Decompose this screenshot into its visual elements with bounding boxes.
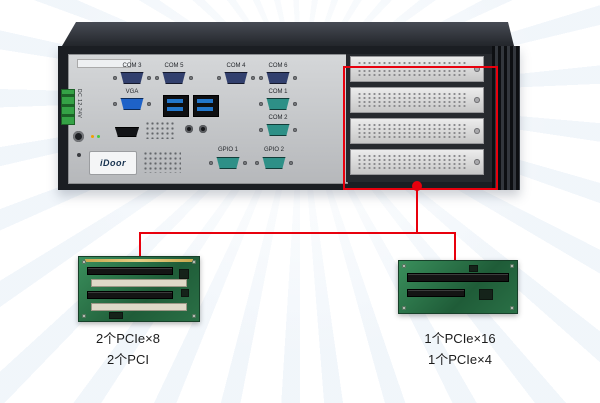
- board-chip: [109, 312, 123, 319]
- power-led: [91, 135, 94, 138]
- callout-line-right-drop: [454, 232, 456, 262]
- brand-logo: iDoor: [89, 151, 137, 175]
- chassis-top-face: [62, 22, 514, 46]
- board-chip: [479, 289, 493, 300]
- slot-cover-4: [350, 149, 484, 175]
- reset-hole: [77, 153, 81, 157]
- gpio1-port: [209, 156, 247, 170]
- slot-cover-3: [350, 118, 484, 144]
- port-label-com3: COM 3: [122, 63, 142, 69]
- usb-ports-1: [163, 95, 189, 117]
- com2-port: [259, 123, 297, 137]
- slot-cover-vents: [357, 154, 467, 170]
- pcie-x8-slot-2: [87, 291, 173, 299]
- board-chip: [179, 269, 189, 279]
- expansion-slot-bay: [346, 54, 492, 182]
- slot-cover-2: [350, 87, 484, 113]
- pcie-x16-slot: [407, 273, 509, 282]
- caption-right-line1: 1个PCIe×16: [424, 331, 496, 346]
- board-chip: [181, 289, 189, 297]
- com3-port: [113, 71, 151, 85]
- port-label-com2: COM 2: [268, 115, 288, 121]
- callout-line-horizontal: [139, 232, 456, 234]
- port-label-vga: VGA: [125, 89, 139, 95]
- com5-port: [155, 71, 193, 85]
- mounting-hole: [82, 314, 86, 318]
- io-panel: DC 12-24V COM 3 COM 5 COM 4 COM 6 VGA CO…: [61, 54, 348, 184]
- gpio2-port: [255, 156, 293, 170]
- backplane-left: [78, 256, 200, 322]
- port-label-com6: COM 6: [268, 63, 288, 69]
- backplane-right: [398, 260, 518, 314]
- mounting-hole: [510, 264, 514, 268]
- panel-vent-grid: [143, 151, 181, 173]
- com4-port: [217, 71, 255, 85]
- pci-slot-1: [91, 279, 187, 287]
- usb-ports-2: [193, 95, 219, 117]
- caption-left-line1: 2个PCIe×8: [96, 331, 160, 346]
- mounting-hole: [82, 260, 86, 264]
- mounting-hole: [402, 264, 406, 268]
- slot-cover-vents: [357, 123, 467, 139]
- dc-voltage-label: DC 12-24V: [76, 89, 82, 119]
- caption-right-board: 1个PCIe×16 1个PCIe×4: [390, 328, 530, 370]
- audio-jack-1: [185, 125, 193, 133]
- port-label-gpio1: GPIO 1: [217, 147, 238, 153]
- mounting-hole: [192, 314, 196, 318]
- model-label-strip: [77, 59, 131, 68]
- caption-left-board: 2个PCIe×8 2个PCI: [58, 328, 198, 370]
- hdd-led: [97, 135, 100, 138]
- hdmi-port: [115, 127, 139, 137]
- slot-cover-vents: [357, 61, 467, 77]
- port-label-com5: COM 5: [164, 63, 184, 69]
- caption-right-line2: 1个PCIe×4: [428, 352, 492, 367]
- board-gold-edge: [85, 259, 193, 262]
- port-label-gpio2: GPIO 2: [263, 147, 284, 153]
- vga-port: [113, 97, 151, 111]
- pci-slot-2: [91, 303, 187, 311]
- chassis-front: DC 12-24V COM 3 COM 5 COM 4 COM 6 VGA CO…: [58, 46, 520, 190]
- industrial-pc: DC 12-24V COM 3 COM 5 COM 4 COM 6 VGA CO…: [58, 22, 520, 190]
- slot-cover-1: [350, 56, 484, 82]
- audio-jack-2: [199, 125, 207, 133]
- port-label-com1: COM 1: [268, 89, 288, 95]
- dc-power-terminal: [61, 89, 75, 125]
- callout-line-vertical: [416, 186, 418, 232]
- port-label-com4: COM 4: [226, 63, 246, 69]
- caption-left-line2: 2个PCI: [107, 352, 149, 367]
- com1-port: [259, 97, 297, 111]
- board-chip: [469, 265, 478, 272]
- mounting-hole: [510, 306, 514, 310]
- power-button: [73, 131, 84, 142]
- callout-line-left-drop: [139, 232, 141, 258]
- pcie-x4-slot: [407, 289, 465, 297]
- com6-port: [259, 71, 297, 85]
- expansion-slots-highlight: [343, 66, 498, 190]
- panel-vent-small: [145, 121, 175, 139]
- slot-cover-vents: [357, 92, 467, 108]
- mounting-hole: [192, 260, 196, 264]
- pcie-x8-slot-1: [87, 267, 173, 275]
- mounting-hole: [402, 306, 406, 310]
